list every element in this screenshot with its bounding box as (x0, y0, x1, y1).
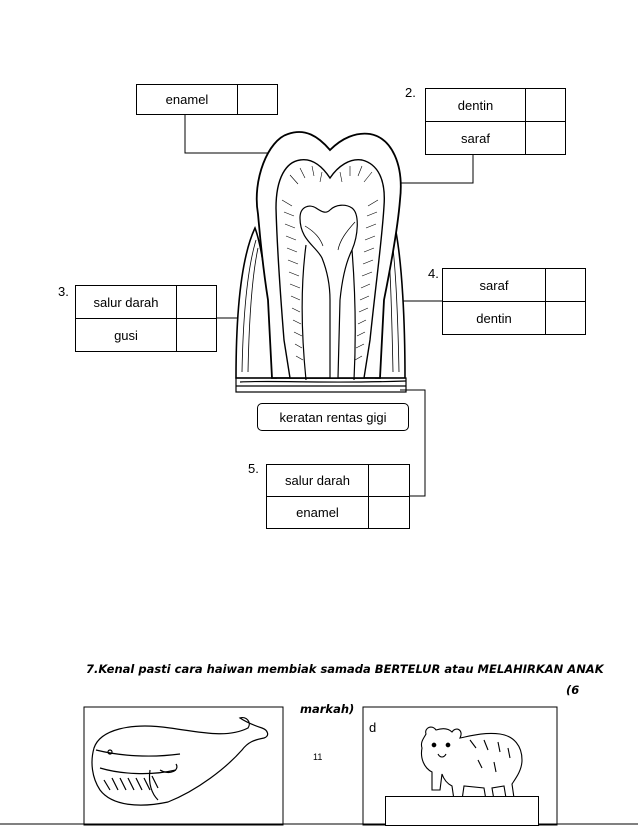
answer-checkbox[interactable] (526, 122, 565, 154)
question-7-marks-cont: markah) (300, 702, 355, 716)
whale-illustration (91, 717, 269, 806)
answer-checkbox[interactable] (369, 497, 409, 528)
question-7-marks: (6 (566, 683, 580, 697)
answer-checkbox[interactable] (238, 85, 277, 114)
label-box-2: dentin saraf (425, 88, 566, 155)
answer-checkbox[interactable] (526, 89, 565, 122)
label-number-2: 2. (405, 85, 416, 100)
option-saraf: saraf (443, 269, 546, 302)
bear-illustration (420, 726, 523, 801)
answer-checkbox[interactable] (177, 286, 216, 319)
leader-line-2 (370, 155, 474, 184)
leader-line-1 (184, 114, 290, 154)
animal-answer-box[interactable] (385, 796, 539, 826)
label-number-3: 3. (58, 284, 69, 299)
option-dentin: dentin (443, 302, 546, 334)
question-7-text: 7.Kenal pasti cara haiwan membiak samada… (86, 662, 604, 676)
leader-line-5 (400, 389, 426, 497)
animal-card-letter: d (369, 720, 377, 735)
label-number-5: 5. (248, 461, 259, 476)
answer-checkbox[interactable] (546, 302, 585, 334)
label-box-3: salur darah gusi (75, 285, 217, 352)
answer-checkbox[interactable] (369, 465, 409, 497)
option-dentin: dentin (426, 89, 526, 122)
option-enamel: enamel (137, 85, 238, 114)
label-number-4: 4. (428, 266, 439, 281)
label-box-5: salur darah enamel (266, 464, 410, 529)
option-salur-darah: salur darah (267, 465, 369, 497)
answer-checkbox[interactable] (177, 319, 216, 351)
option-salur-darah: salur darah (76, 286, 177, 319)
label-box-1: enamel (136, 84, 278, 115)
option-enamel: enamel (267, 497, 369, 528)
label-box-4: saraf dentin (442, 268, 586, 335)
animal-card-1 (83, 706, 284, 826)
option-saraf: saraf (426, 122, 526, 154)
page-number: 11 (313, 752, 323, 762)
answer-checkbox[interactable] (546, 269, 585, 302)
diagram-caption-text: keratan rentas gigi (279, 409, 387, 425)
option-gusi: gusi (76, 319, 177, 351)
diagram-caption: keratan rentas gigi (257, 403, 409, 431)
tooth-pulp (299, 204, 358, 379)
